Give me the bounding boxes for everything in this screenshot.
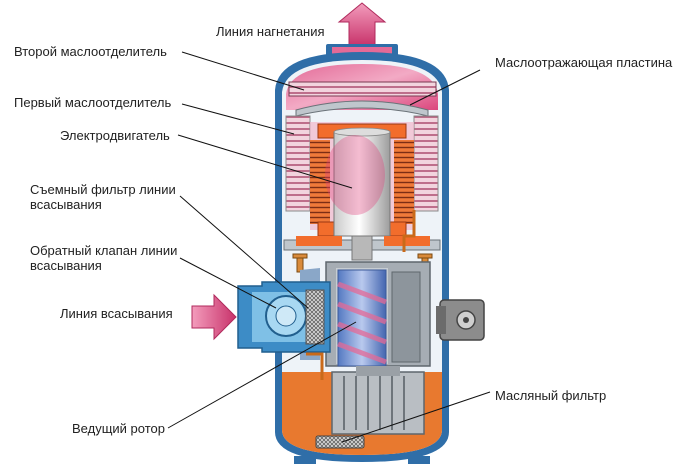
label-discharge-line: Линия нагнетания bbox=[216, 24, 325, 39]
label-drive-rotor: Ведущий ротор bbox=[72, 421, 165, 436]
label-suction-filter: Съемный фильтр линии всасывания bbox=[30, 182, 176, 212]
label-suction-line: Линия всасывания bbox=[60, 306, 173, 321]
suction-filter bbox=[305, 289, 325, 345]
suction-arrow-icon bbox=[191, 293, 237, 341]
label-first-oil-separator: Первый маслоотделитель bbox=[14, 95, 172, 110]
label-second-oil-separator: Второй маслоотделитель bbox=[14, 44, 167, 59]
label-electric-motor: Электродвигатель bbox=[60, 128, 170, 143]
label-oil-deflector-plate: Маслоотражающая пластина bbox=[495, 55, 673, 70]
first-oil-separator-right bbox=[413, 115, 439, 212]
leader-lines bbox=[167, 51, 491, 443]
electric-motor bbox=[333, 131, 391, 237]
motor-stator-right bbox=[394, 140, 414, 224]
oil-filter bbox=[315, 435, 365, 449]
label-oil-filter: Масляный фильтр bbox=[495, 388, 607, 403]
motor-stator-left bbox=[310, 140, 330, 224]
discharge-arrow-icon bbox=[337, 2, 387, 47]
second-oil-separator bbox=[288, 81, 437, 97]
label-suction-check-valve: Обратный клапан линии всасывания bbox=[30, 243, 178, 273]
first-oil-separator-left bbox=[285, 115, 311, 212]
